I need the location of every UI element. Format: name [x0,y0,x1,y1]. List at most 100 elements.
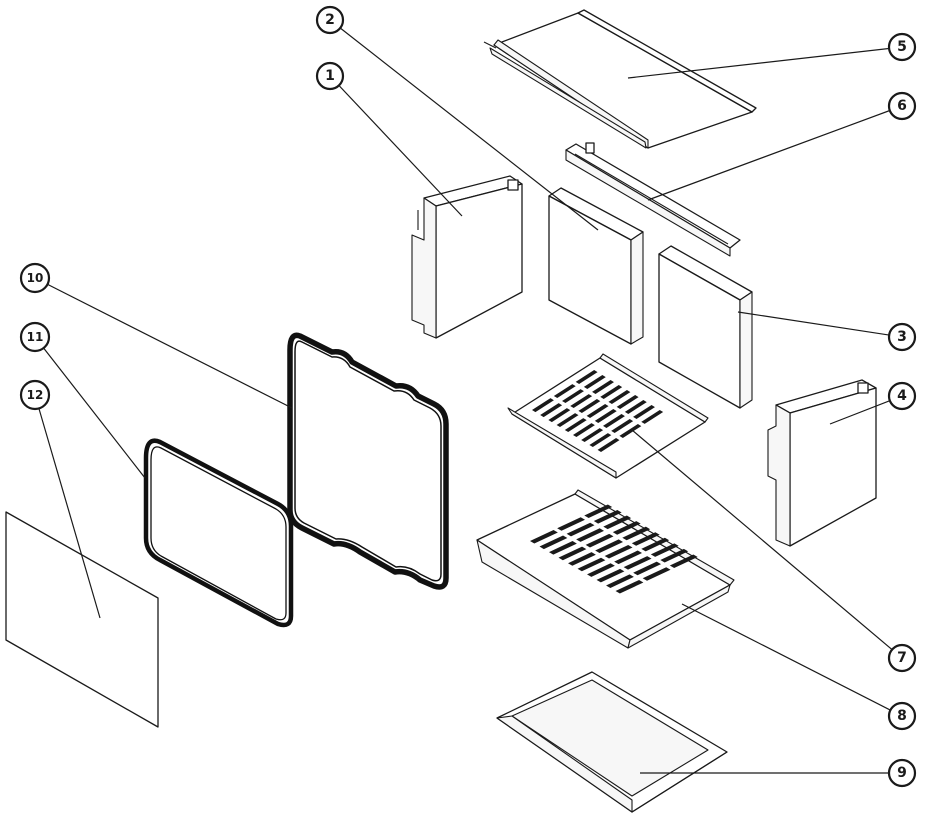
leader-3 [737,311,903,338]
grid-slot [585,533,614,548]
part-4-right-side-panel [767,379,877,547]
grid-slot [641,409,664,424]
leader-2 [329,19,599,231]
part-1-left-side-panel [411,175,523,339]
grid-slot [611,419,634,433]
grid-slot [572,423,595,438]
callout-label-1: 1 [325,68,335,84]
grid-slot [570,394,593,409]
grid-slot [562,389,584,404]
grid-slot [614,550,643,565]
grid-slot [623,556,652,570]
callout-label-9: 9 [897,765,907,781]
grid-slot [564,418,587,433]
part-8-slots [530,504,698,594]
grid-slot [608,390,631,404]
part-3-panel [658,245,753,409]
leader-8 [681,603,903,717]
grid-slot [576,528,605,542]
callout-label-5: 5 [897,39,907,55]
callout-4: 4 [887,381,917,411]
part-2-back-panel [548,187,644,345]
part-5-top-cover [483,9,757,149]
grid-slot [549,541,577,555]
grid-slot [581,428,604,443]
part-9-drip-pan [496,671,728,813]
callout-11: 11 [19,321,51,353]
callout-label-6: 6 [897,98,907,114]
callout-label-10: 10 [27,271,44,285]
grid-slot [596,568,625,583]
grid-slot [594,409,617,423]
grid-slot [641,537,670,552]
part-12-glass-pane [5,511,159,728]
grid-slot [553,384,576,399]
grid-slot [593,510,622,524]
grid-slot [548,408,571,423]
grid-slot [600,385,623,399]
callout-9: 9 [887,758,917,788]
grid-slot [615,579,644,594]
callout-1: 1 [315,61,345,91]
grid-slot [622,526,651,541]
grid-slot [592,380,614,394]
grid-slot [584,504,613,519]
callout-label-11: 11 [27,330,44,344]
grid-slot [557,517,585,531]
leader-10 [34,277,293,409]
leader-6 [647,105,903,201]
leader-12 [34,394,101,619]
leader-11 [34,336,146,479]
grid-slot [603,414,625,428]
grid-slot [587,563,615,577]
leader-5 [627,46,903,79]
grid-slot [669,554,698,569]
callout-label-3: 3 [897,329,907,345]
part-10-large-gasket [287,332,449,590]
grid-slot [575,370,598,384]
part-8-grid-tray-deep [476,489,735,649]
callout-label-4: 4 [897,388,907,404]
grid-slot [532,398,554,413]
grid-slot [589,433,612,448]
grid-slot [595,539,624,553]
grid-slot [578,399,601,414]
grid-slot [604,544,633,559]
callout-3: 3 [887,322,917,352]
grid-slot [558,546,587,561]
grid-slot [624,399,647,414]
leader-1 [329,75,463,217]
part-7-grid-tray [507,353,709,479]
callout-6: 6 [887,91,917,121]
grid-slot [583,375,606,389]
grid-slot [539,535,568,550]
callouts: 1 2 3 4 5 6 7 8 [19,5,917,788]
callout-label-7: 7 [897,650,907,666]
callout-10: 10 [19,262,51,294]
grid-slot [642,567,671,581]
part-11-small-gasket [143,438,294,628]
grid-slot [568,552,596,566]
grid-slot [660,548,689,563]
callout-label-2: 2 [325,12,335,28]
grid-slot [650,543,679,557]
grid-slot [612,521,641,535]
grid-slot [566,522,595,537]
callout-8: 8 [887,701,917,731]
grid-slot [633,404,655,419]
callout-label-12: 12 [27,388,44,402]
callout-5: 5 [887,32,917,62]
callout-2: 2 [315,5,345,35]
grid-slot [603,515,632,530]
grid-slot [540,403,563,418]
callout-7: 7 [887,643,917,673]
grid-slot [633,561,662,576]
callout-12: 12 [19,379,51,411]
grid-slot [616,395,639,409]
grid-slot [597,438,620,453]
leader-7 [631,429,903,659]
grid-slot [606,574,634,588]
part-7-slots [532,370,664,453]
grid-slot [530,529,558,544]
